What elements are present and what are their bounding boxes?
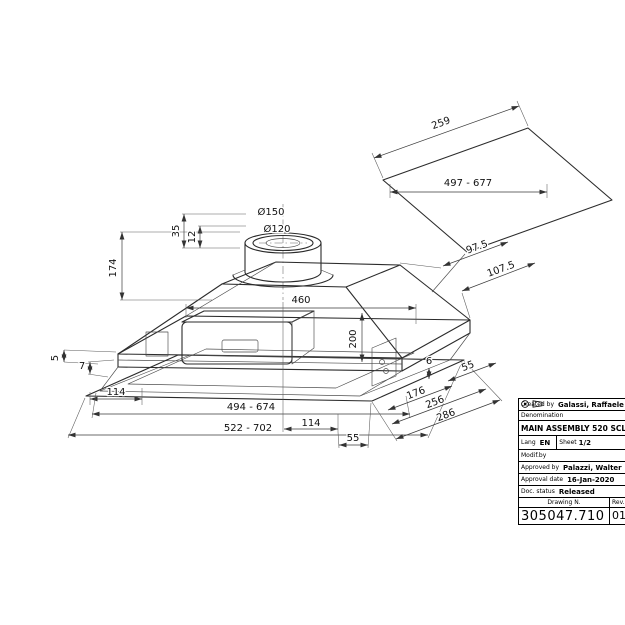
sheet-value: 1/2 bbox=[578, 438, 591, 447]
dim-hood-top-height: 174 bbox=[108, 258, 119, 277]
modif-by-label: Modif.by bbox=[521, 452, 547, 459]
dim-lip-front: 7 bbox=[79, 361, 85, 372]
dim-duct-offset-x: 114 bbox=[301, 418, 320, 429]
motor-box bbox=[145, 310, 397, 387]
lang-label: Lang bbox=[521, 439, 536, 446]
doc-status-value: Released bbox=[558, 487, 595, 496]
dim-lip-height: 5 bbox=[50, 355, 61, 361]
approval-date-row: Approval date 16-Jan-2020 bbox=[519, 474, 625, 486]
doc-status-row: Doc. status Released bbox=[519, 486, 625, 498]
approval-date-value: 16-Jan-2020 bbox=[567, 475, 615, 484]
title-block: Created by Galassi, Raffaele Denominatio… bbox=[518, 398, 625, 525]
dim-side-depth: 55 bbox=[460, 359, 476, 374]
ceiling-panel bbox=[371, 100, 613, 253]
projection-symbol-icon bbox=[521, 400, 556, 449]
liner-box bbox=[117, 319, 471, 372]
drawing-n-label: Drawing N. bbox=[519, 498, 610, 507]
drawing-number-row: 305047.710 01 bbox=[519, 508, 625, 524]
dim-liner-depth-offset: 200 bbox=[348, 329, 359, 348]
dim-bracket-gap: 6 bbox=[426, 356, 432, 367]
duct-collar bbox=[232, 204, 334, 300]
lang-value: EN bbox=[539, 438, 551, 447]
approved-by-row: Approved by Palazzi, Walter bbox=[519, 462, 625, 474]
dim-collar-height-upper: 12 bbox=[187, 231, 198, 244]
rev-label: Rev. bbox=[612, 499, 625, 506]
created-by-row: Created by Galassi, Raffaele bbox=[519, 399, 625, 411]
rev-value: 01 bbox=[612, 509, 625, 522]
approved-by-label: Approved by bbox=[521, 464, 560, 471]
sheet-cell: Sheet 1/2 bbox=[556, 436, 625, 449]
dim-top-depth-b: 107.5 bbox=[486, 260, 517, 280]
dim-liner-width: 460 bbox=[291, 295, 310, 306]
dim-top-depth-a: 97.5 bbox=[465, 239, 490, 257]
dim-duct-offset-y: 55 bbox=[347, 433, 360, 444]
lang-sheet-row: Lang EN Sheet 1/2 bbox=[519, 400, 625, 450]
sheet-label: Sheet bbox=[559, 439, 577, 446]
denomination-label-row: Denomination bbox=[519, 411, 625, 421]
bottom-frame bbox=[85, 332, 471, 402]
doc-status-label: Doc. status bbox=[521, 488, 555, 495]
dim-depth-b: 256 bbox=[424, 394, 446, 411]
dim-panel-width: 497 - 677 bbox=[444, 178, 492, 189]
drawing-number: 305047.710 bbox=[519, 508, 610, 524]
created-by-value: Galassi, Raffaele bbox=[558, 400, 624, 409]
drawing-n-label-row: Drawing N. Rev. bbox=[519, 498, 625, 508]
modif-by-row: Modif.by bbox=[519, 450, 625, 462]
approval-date-label: Approval date bbox=[521, 476, 564, 483]
denomination-label: Denomination bbox=[521, 412, 564, 419]
dimension-lines bbox=[61, 213, 536, 449]
dim-duct-inner-dia: Ø120 bbox=[264, 223, 291, 235]
dim-duct-outer-dia: Ø150 bbox=[258, 206, 285, 218]
dim-cutout-width: 494 - 674 bbox=[227, 402, 275, 413]
dim-panel-depth: 259 bbox=[430, 115, 452, 132]
denomination-row: MAIN ASSEMBLY 520 SCL PULS LAM bbox=[519, 421, 625, 436]
dim-depth-c: 286 bbox=[435, 407, 457, 424]
hood-canopy bbox=[117, 253, 471, 359]
approved-by-value: Palazzi, Walter bbox=[563, 463, 622, 472]
dim-overall-width: 522 - 702 bbox=[224, 423, 272, 434]
dim-side-inset: 114 bbox=[106, 387, 125, 398]
denomination-value: MAIN ASSEMBLY 520 SCL PULS LAM bbox=[521, 423, 625, 433]
dim-collar-height-total: 35 bbox=[171, 225, 182, 238]
created-by-label: Created by bbox=[521, 401, 555, 408]
